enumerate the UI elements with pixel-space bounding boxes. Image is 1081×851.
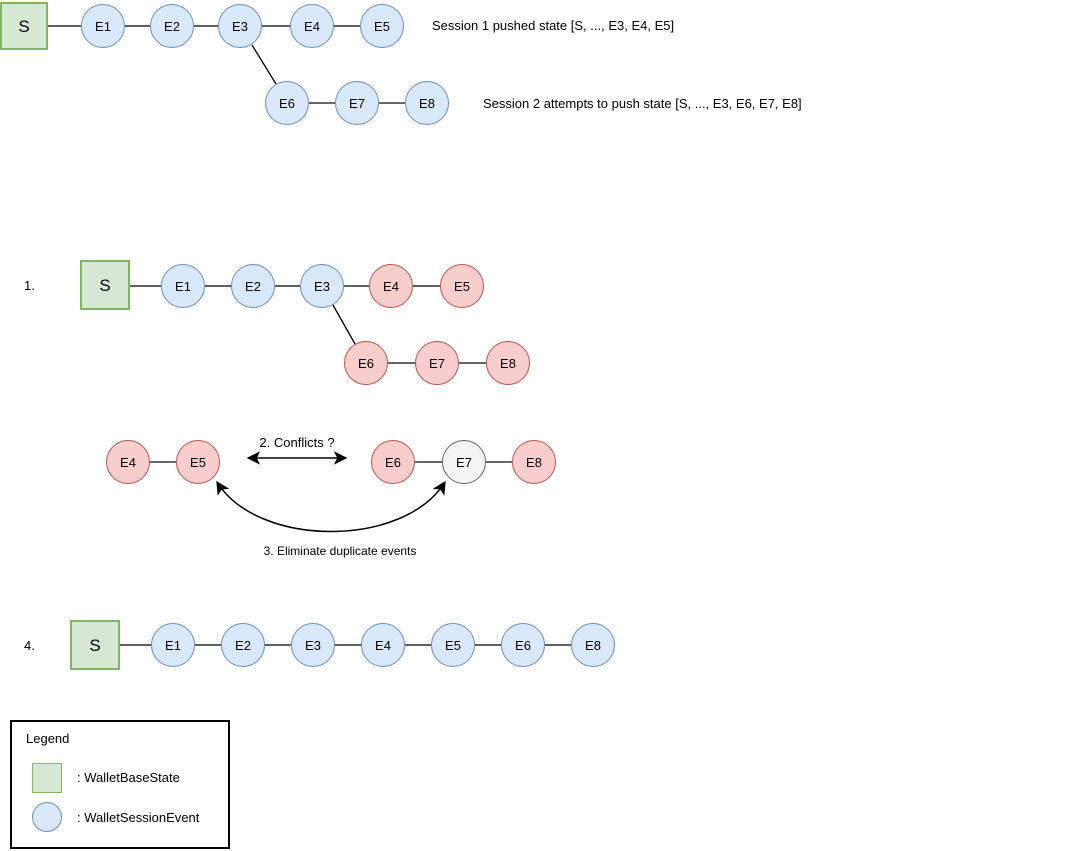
event-node: E4 (361, 623, 405, 667)
wallet-base-state-swatch (32, 763, 62, 793)
conflict-event-node: E5 (440, 264, 484, 308)
conflict-event-node: E8 (512, 440, 556, 484)
event-node: E1 (81, 4, 125, 48)
event-node: E3 (300, 264, 344, 308)
conflict-event-node: E6 (371, 440, 415, 484)
conflict-event-node: E4 (369, 264, 413, 308)
base-state-node: S (80, 260, 130, 310)
event-node: E7 (335, 81, 379, 125)
conflict-event-node: E5 (176, 440, 220, 484)
conflict-event-node: E6 (344, 341, 388, 385)
base-state-node: S (70, 620, 120, 670)
event-node: E1 (151, 623, 195, 667)
gray-connectors (150, 102, 512, 463)
step4-number: 4. (24, 638, 35, 653)
session2-caption: Session 2 attempts to push state [S, ...… (483, 96, 802, 111)
event-node: E2 (231, 264, 275, 308)
wallet-session-event-swatch (32, 802, 62, 832)
base-state-node: S (0, 2, 48, 50)
event-node: E8 (571, 623, 615, 667)
conflict-event-node: E4 (106, 440, 150, 484)
conflict-event-node: E8 (486, 341, 530, 385)
eliminate-duplicates-label: 3. Eliminate duplicate events (263, 544, 417, 558)
event-node: E5 (360, 4, 404, 48)
event-node: E3 (218, 4, 262, 48)
event-node: E1 (161, 264, 205, 308)
event-node: E2 (221, 623, 265, 667)
event-node: E2 (150, 4, 194, 48)
eliminate-duplicates-arrow (216, 480, 446, 533)
event-node: E3 (291, 623, 335, 667)
legend-title: Legend (26, 731, 70, 746)
legend: Legend : WalletBaseState : WalletSession… (10, 720, 230, 849)
event-node: E6 (265, 81, 309, 125)
event-node: E8 (405, 81, 449, 125)
conflict-event-node: E7 (415, 341, 459, 385)
duplicate-event-node: E7 (442, 440, 486, 484)
wallet-session-event-label: : WalletSessionEvent (77, 810, 200, 825)
wallet-base-state-label: : WalletBaseState (77, 770, 180, 785)
event-node: E5 (431, 623, 475, 667)
session1-caption: Session 1 pushed state [S, ..., E3, E4, … (432, 18, 675, 33)
black-connectors (48, 25, 571, 646)
event-node: E6 (501, 623, 545, 667)
conflicts-label: 2. Conflicts ? (259, 435, 335, 450)
step1-number: 1. (24, 278, 35, 293)
event-node: E4 (290, 4, 334, 48)
